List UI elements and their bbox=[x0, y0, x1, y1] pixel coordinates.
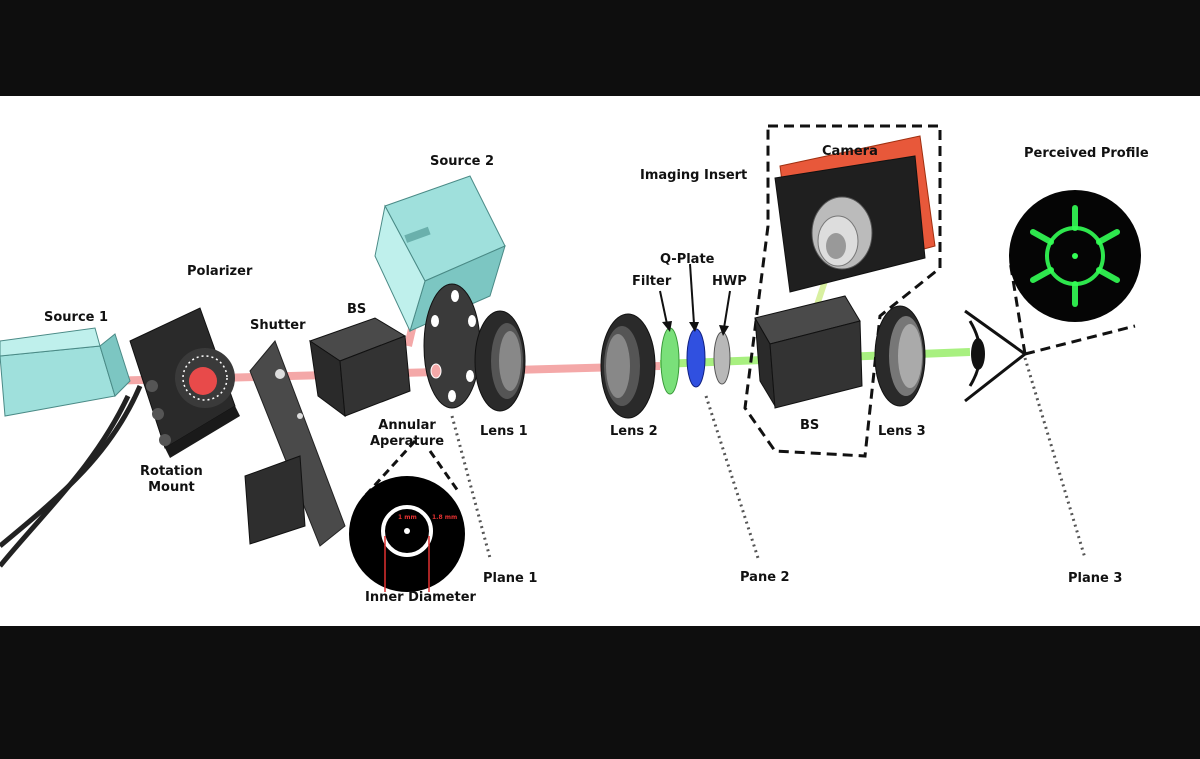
filter-arrow bbox=[660, 291, 667, 324]
label-source-2: Source 2 bbox=[430, 154, 494, 170]
label-camera: Camera bbox=[822, 144, 878, 160]
optical-setup-diagram: Source 1 Polarizer Rotation Mount Shutte… bbox=[0, 96, 1200, 626]
label-bs-2: BS bbox=[800, 418, 819, 434]
label-bs-1: BS bbox=[347, 302, 366, 318]
plane-3-line bbox=[1025, 358, 1085, 558]
pane-2-line bbox=[706, 396, 758, 558]
label-lens-3: Lens 3 bbox=[878, 424, 926, 440]
label-lens-2: Lens 2 bbox=[610, 424, 658, 440]
letterbox-top bbox=[0, 0, 1200, 96]
eye-icon bbox=[965, 311, 1025, 401]
label-hwp: HWP bbox=[712, 274, 747, 290]
label-perceived-profile: Perceived Profile bbox=[1024, 146, 1149, 162]
lens-1 bbox=[475, 311, 525, 411]
label-qplate: Q-Plate bbox=[660, 252, 714, 268]
label-lens-1: Lens 1 bbox=[480, 424, 528, 440]
letterbox-bottom bbox=[0, 626, 1200, 759]
beam-splitter-1 bbox=[310, 318, 410, 416]
profile-callout-line bbox=[1025, 326, 1135, 354]
inset-dim-outer: 1.8 mm bbox=[432, 514, 457, 521]
hwp-arrow bbox=[724, 291, 730, 328]
qplate-arrow bbox=[690, 264, 694, 324]
qplate-element bbox=[687, 329, 705, 387]
label-source-1: Source 1 bbox=[44, 310, 108, 326]
label-annular-aperture: Annular Aperature bbox=[370, 418, 444, 450]
rotation-mount bbox=[130, 308, 240, 458]
label-shutter: Shutter bbox=[250, 318, 306, 334]
label-imaging-insert: Imaging Insert bbox=[640, 168, 747, 184]
label-plane-1: Plane 1 bbox=[483, 571, 537, 587]
annular-aperture-inset bbox=[349, 476, 465, 592]
inset-dim-inner: 1 mm bbox=[398, 514, 417, 521]
label-rotation-mount: Rotation Mount bbox=[140, 464, 203, 496]
perceived-profile-image bbox=[1009, 190, 1141, 322]
label-filter: Filter bbox=[632, 274, 671, 290]
lens-3 bbox=[875, 306, 925, 406]
label-plane-3: Plane 3 bbox=[1068, 571, 1122, 587]
cable bbox=[0, 396, 128, 566]
label-inner-diameter: Inner Diameter bbox=[365, 590, 476, 606]
annular-aperture-wheel bbox=[424, 284, 480, 408]
diagram-canvas bbox=[0, 96, 1200, 626]
hwp-element bbox=[714, 332, 730, 384]
lens-2 bbox=[601, 314, 655, 418]
label-polarizer: Polarizer bbox=[187, 264, 252, 280]
label-pane-2: Pane 2 bbox=[740, 570, 790, 586]
source-1 bbox=[0, 328, 130, 416]
beam-splitter-2 bbox=[755, 296, 862, 408]
filter-element bbox=[661, 328, 679, 394]
